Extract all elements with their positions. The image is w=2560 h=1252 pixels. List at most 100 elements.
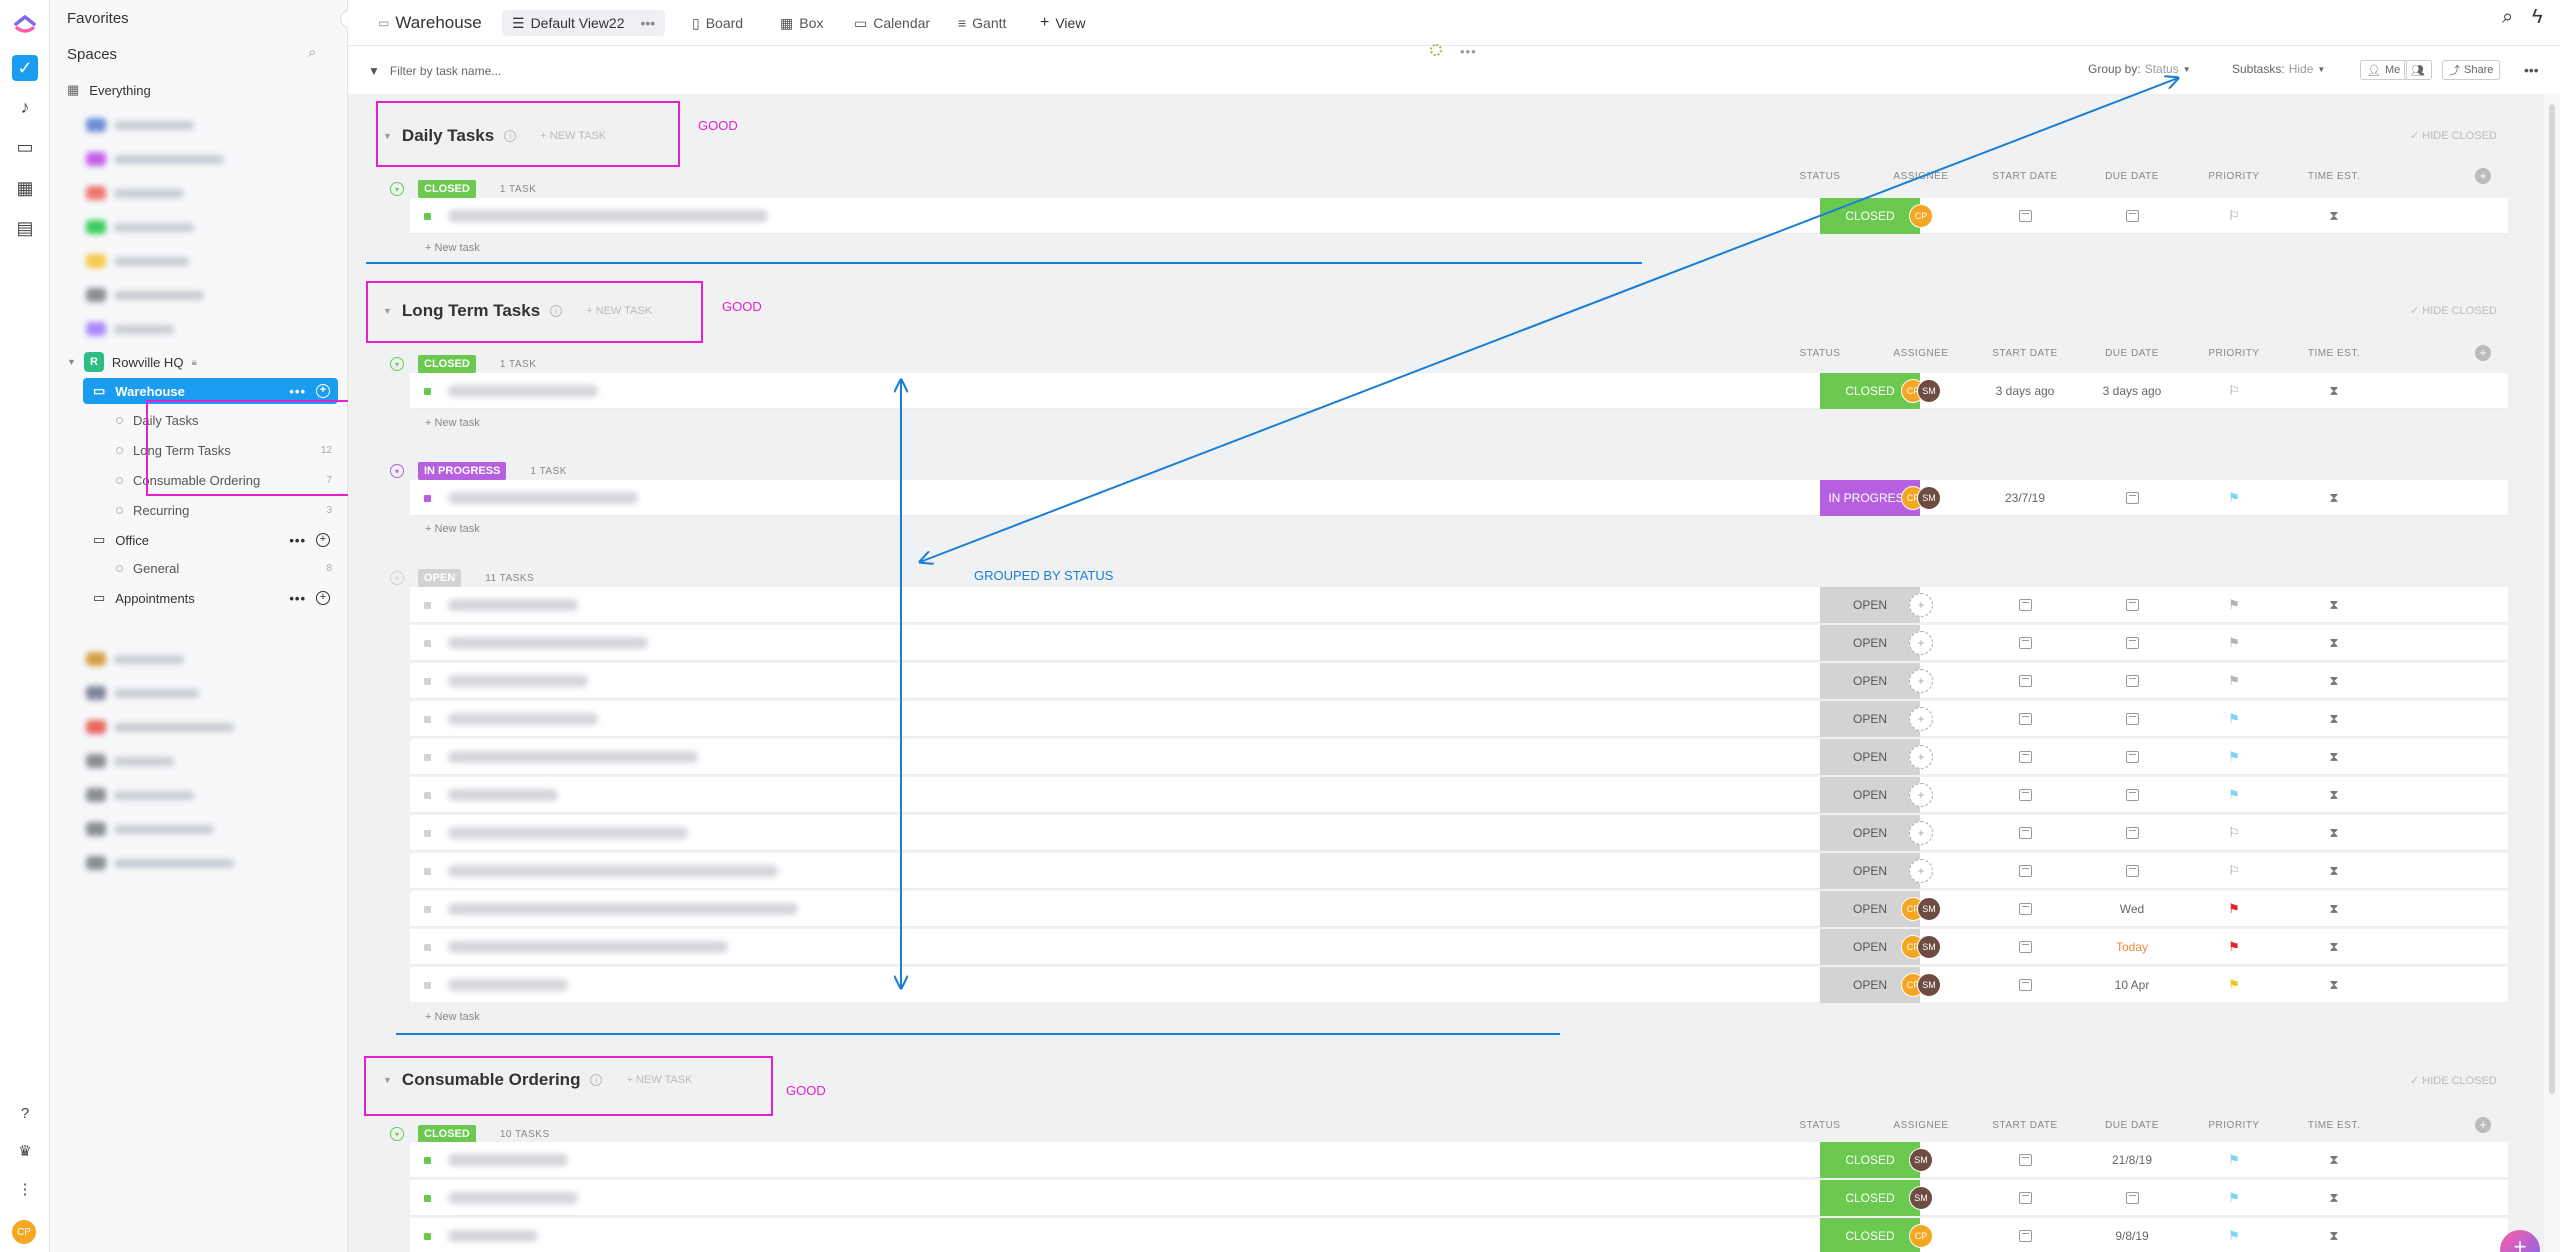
collapse-group-icon[interactable]: ▾ <box>390 1127 404 1141</box>
hourglass-icon[interactable]: ⧗ <box>2329 1228 2339 1243</box>
status-cell[interactable]: OPEN <box>1820 777 1920 813</box>
blurred-space[interactable] <box>86 686 199 700</box>
priority-cell[interactable]: ⚑ <box>2184 891 2284 927</box>
scrollbar-thumb[interactable] <box>2549 104 2555 1094</box>
flag-icon[interactable]: ⚑ <box>2228 749 2240 764</box>
start-date-cell[interactable] <box>1975 891 2075 927</box>
due-date-cell[interactable] <box>2082 739 2182 775</box>
blurred-space[interactable] <box>86 652 184 666</box>
collapse-group-icon[interactable]: ▾ <box>390 182 404 196</box>
flag-icon[interactable]: ⚑ <box>2228 1190 2240 1205</box>
spaces-heading[interactable]: Spaces <box>67 46 118 63</box>
priority-cell[interactable]: ⚑ <box>2184 663 2284 699</box>
priority-cell[interactable]: ⚑ <box>2184 587 2284 623</box>
start-date-cell[interactable] <box>1975 625 2075 661</box>
task-row[interactable]: OPEN+⚑⧗ <box>410 701 2508 737</box>
flag-icon[interactable]: ⚑ <box>2228 597 2240 612</box>
column-header-assignee[interactable]: ASSIGNEE <box>1893 1120 1949 1131</box>
column-header-start-date[interactable]: START DATE <box>1992 348 2058 359</box>
add-assignee-icon[interactable]: + <box>1909 859 1933 883</box>
column-header-start-date[interactable]: START DATE <box>1992 1120 2058 1131</box>
due-date-cell[interactable] <box>2082 480 2182 516</box>
dashboards-icon[interactable]: ▦ <box>16 177 34 198</box>
task-name-redacted[interactable] <box>448 751 698 763</box>
time-estimate-cell[interactable]: ⧗ <box>2284 480 2384 516</box>
add-view-button[interactable]: +View <box>1040 10 1085 36</box>
assignee-cell[interactable]: + <box>1871 663 1971 699</box>
task-row[interactable]: OPEN+⚐⧗ <box>410 853 2508 889</box>
collapse-group-icon[interactable]: ▾ <box>390 571 404 585</box>
hourglass-icon[interactable]: ⧗ <box>2329 383 2339 398</box>
add-column-icon[interactable]: + <box>2475 1117 2491 1133</box>
column-header-priority[interactable]: PRIORITY <box>2208 1120 2260 1131</box>
assignee-cell[interactable]: + <box>1871 853 1971 889</box>
column-header-assignee[interactable]: ASSIGNEE <box>1893 171 1949 182</box>
status-square-icon[interactable] <box>424 944 431 951</box>
hourglass-icon[interactable]: ⧗ <box>2329 208 2339 223</box>
task-name-redacted[interactable] <box>448 941 728 953</box>
status-square-icon[interactable] <box>424 640 431 647</box>
flag-icon[interactable]: ⚐ <box>2228 208 2240 223</box>
time-estimate-cell[interactable]: ⧗ <box>2284 198 2384 234</box>
start-date-cell[interactable] <box>1975 701 2075 737</box>
folder-more-icon[interactable]: ••• <box>289 532 306 548</box>
tab-default-view[interactable]: ☰ Default View22 ••• <box>502 10 666 36</box>
flag-icon[interactable]: ⚑ <box>2228 1152 2240 1167</box>
blurred-space[interactable] <box>86 186 184 200</box>
calendar-icon[interactable] <box>2018 903 2032 915</box>
priority-cell[interactable]: ⚐ <box>2184 373 2284 409</box>
time-estimate-cell[interactable]: ⧗ <box>2284 929 2384 965</box>
avatar[interactable]: SM <box>1909 1186 1933 1210</box>
task-row[interactable]: OPEN+⚑⧗ <box>410 777 2508 813</box>
time-estimate-cell[interactable]: ⧗ <box>2284 625 2384 661</box>
calendar-icon[interactable] <box>2018 751 2032 763</box>
help-icon[interactable]: ? <box>20 1104 30 1122</box>
calendar-icon[interactable] <box>2125 789 2139 801</box>
folder-office[interactable]: ▭ Office ••• + <box>83 527 338 553</box>
priority-cell[interactable]: ⚐ <box>2184 815 2284 851</box>
calendar-icon[interactable] <box>2018 1154 2032 1166</box>
status-badge[interactable]: OPEN <box>418 569 462 587</box>
status-square-icon[interactable] <box>424 792 431 799</box>
blurred-space[interactable] <box>86 118 194 132</box>
add-assignee-icon[interactable]: + <box>1909 745 1933 769</box>
due-date-cell[interactable] <box>2082 1180 2182 1216</box>
flag-icon[interactable]: ⚑ <box>2228 977 2240 992</box>
assignee-cell[interactable]: SM <box>1871 1142 1971 1178</box>
flag-icon[interactable]: ⚑ <box>2228 490 2240 505</box>
avatar[interactable]: SM <box>1917 897 1941 921</box>
share-button[interactable]: ⤴Share <box>2442 60 2501 80</box>
flag-icon[interactable]: ⚑ <box>2228 787 2240 802</box>
add-assignee-icon[interactable]: + <box>1909 631 1933 655</box>
flag-icon[interactable]: ⚐ <box>2228 383 2240 398</box>
status-cell[interactable]: CLOSED <box>1820 1218 1920 1252</box>
search-icon[interactable]: ⌕ <box>2502 6 2514 28</box>
task-row[interactable]: OPEN+⚐⧗ <box>410 815 2508 851</box>
add-list-icon[interactable]: + <box>316 591 330 605</box>
calendar-icon[interactable] <box>2018 827 2032 839</box>
hourglass-icon[interactable]: ⧗ <box>2329 597 2339 612</box>
status-square-icon[interactable] <box>424 388 431 395</box>
new-task-row[interactable]: + New task <box>425 523 480 535</box>
hourglass-icon[interactable]: ⧗ <box>2329 1190 2339 1205</box>
goals-icon[interactable]: ♛ <box>18 1143 32 1160</box>
priority-cell[interactable]: ⚑ <box>2184 929 2284 965</box>
column-header-time-est-[interactable]: TIME EST. <box>2307 171 2361 182</box>
start-date-cell[interactable]: 23/7/19 <box>2004 491 2046 505</box>
caret-down-icon[interactable]: ▼ <box>67 357 76 367</box>
status-cell[interactable]: OPEN <box>1820 587 1920 623</box>
flag-icon[interactable]: ⚑ <box>2228 635 2240 650</box>
due-date-cell[interactable]: 10 Apr <box>2114 978 2150 992</box>
start-date-cell[interactable] <box>1975 739 2075 775</box>
filter-input[interactable]: Filter by task name... <box>389 64 502 78</box>
assignee-cell[interactable]: CP <box>1871 198 1971 234</box>
status-badge[interactable]: IN PROGRESS <box>418 462 507 480</box>
column-header-priority[interactable]: PRIORITY <box>2208 171 2260 182</box>
avatar[interactable]: SM <box>1917 486 1941 510</box>
flag-icon[interactable]: ⚐ <box>2228 863 2240 878</box>
add-assignee-icon[interactable]: + <box>1909 669 1933 693</box>
task-name-redacted[interactable] <box>448 385 598 397</box>
